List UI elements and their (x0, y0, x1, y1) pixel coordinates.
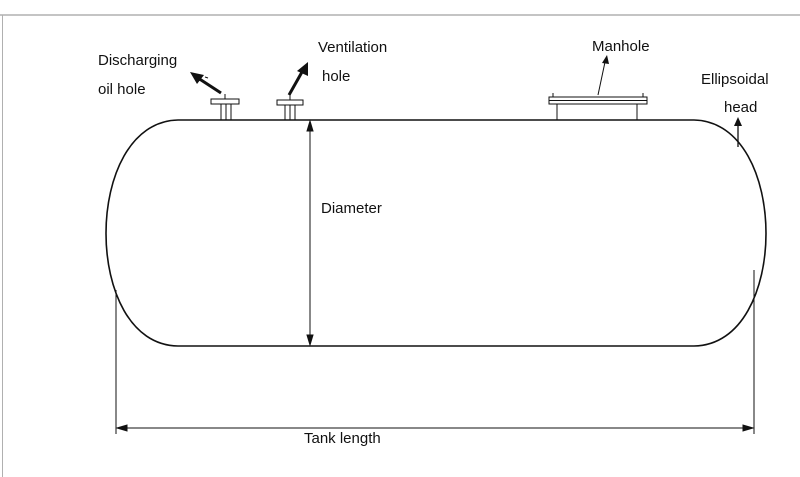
manhole-cover (548, 93, 648, 120)
manhole-arrow (597, 55, 609, 96)
label-discharging-line2: oil hole (98, 81, 146, 98)
discharging-nozzle (210, 94, 240, 120)
label-ventilation-line1: Ventilation (318, 39, 388, 56)
discharging-arrow (190, 72, 222, 95)
label-diameter: Diameter (321, 200, 382, 217)
label-ellipsoidal-line1: Ellipsoidal (701, 71, 769, 88)
tank-length-dimension (115, 270, 755, 434)
label-manhole: Manhole (592, 38, 650, 55)
ventilation-nozzle (276, 95, 304, 120)
diameter-dimension (306, 119, 314, 347)
label-ventilation-line2: hole (322, 68, 351, 85)
label-tank-length: Tank length (304, 430, 381, 447)
label-discharging-line1: Discharging (98, 52, 178, 69)
label-ellipsoidal-line2: head (724, 99, 758, 116)
ellipsoidal-arrow (734, 117, 742, 147)
ventilation-arrow (287, 62, 308, 96)
tank-body (105, 119, 767, 347)
